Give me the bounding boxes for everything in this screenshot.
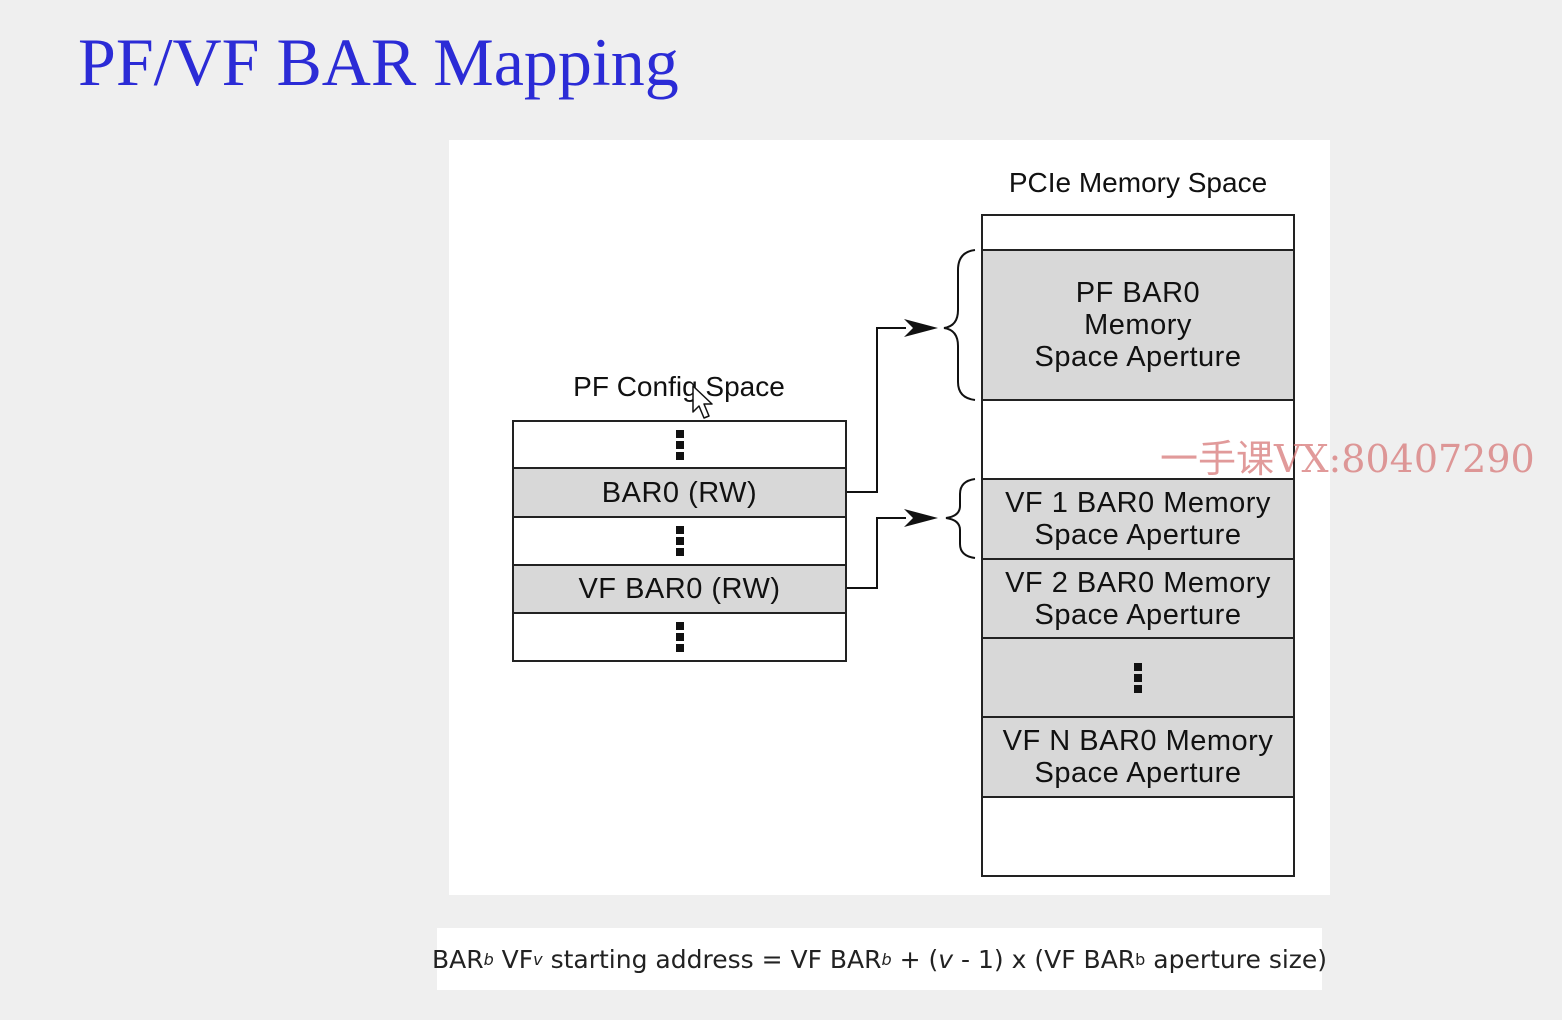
memory-region-ellipsis (983, 639, 1293, 718)
formula-plus-open: + ( (891, 944, 939, 974)
memory-region-empty (983, 401, 1293, 480)
pf-config-space-title: PF Config Space (573, 371, 785, 402)
pcie-memory-space-title: PCIe Memory Space (1008, 167, 1268, 198)
formula-v: v (938, 944, 954, 974)
memory-region-empty (983, 216, 1293, 251)
pf-bar0-arrowhead (904, 319, 938, 337)
vf2-bar0-aperture: VF 2 BAR0 Memory Space Aperture (983, 560, 1293, 639)
vf1-bar0-brace (945, 478, 976, 559)
pf-bar0-aperture: PF BAR0 Memory Space Aperture (983, 251, 1293, 401)
vf-bar0-arrowhead (904, 509, 938, 527)
pf-bar0-brace (943, 249, 976, 401)
vf-bar0-mapping-arrow (847, 517, 906, 589)
formula-sub-b: b (881, 949, 892, 969)
formula-bar: BAR (431, 944, 484, 974)
mouse-pointer-icon (692, 385, 713, 419)
vertical-ellipsis-icon (1134, 662, 1142, 693)
pf-config-row-ellipsis (514, 614, 845, 660)
formula-minus-one: - 1) x (VF BAR (953, 944, 1136, 974)
vf1-bar0-aperture: VF 1 BAR0 Memory Space Aperture (983, 480, 1293, 560)
slide-title: PF/VF BAR Mapping (78, 24, 679, 100)
pf-config-row-ellipsis (514, 518, 845, 566)
vf2-bar0-aperture-label: VF 2 BAR0 Memory Space Aperture (1005, 566, 1271, 631)
formula-sub-b: b (483, 949, 494, 969)
formula-starting: starting address = VF BAR (550, 944, 882, 974)
formula-sub-b: b (1135, 949, 1146, 969)
vertical-ellipsis-icon (675, 429, 684, 460)
formula-sub-v: v (533, 949, 543, 969)
pf-bar0-row: BAR0 (RW) (514, 469, 845, 518)
formula-aperture: aperture size) (1145, 944, 1328, 974)
vfn-bar0-aperture: VF N BAR0 Memory Space Aperture (983, 718, 1293, 798)
vertical-ellipsis-icon (675, 526, 684, 556)
vfn-bar0-aperture-label: VF N BAR0 Memory Space Aperture (1002, 725, 1274, 789)
vf-bar0-row: VF BAR0 (RW) (514, 566, 845, 614)
pf-bar0-mapping-arrow (847, 327, 906, 493)
vf1-bar0-aperture-label: VF 1 BAR0 Memory Space Aperture (1005, 487, 1271, 551)
vertical-ellipsis-icon (675, 622, 684, 652)
pcie-memory-space-table: PF BAR0 Memory Space Aperture VF 1 BAR0 … (981, 214, 1295, 877)
pf-bar0-aperture-label: PF BAR0 Memory Space Aperture (1034, 277, 1242, 373)
watermark-text: 一手课VX:80407290 (1160, 437, 1535, 481)
pf-config-space-table: BAR0 (RW) VF BAR0 (RW) (512, 420, 847, 662)
pf-config-row-ellipsis (514, 422, 845, 469)
memory-region-empty (983, 798, 1293, 875)
formula-vf: VF (501, 944, 534, 974)
